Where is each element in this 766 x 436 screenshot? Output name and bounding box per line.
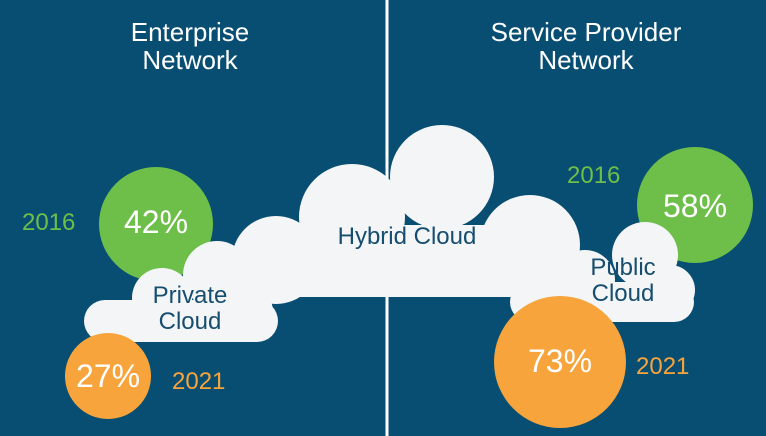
private-2021-percent: 27% <box>75 358 141 394</box>
service-provider-heading-line1: Service Provider <box>490 17 682 47</box>
service-provider-heading: Service Provider Network <box>466 18 706 74</box>
public-2016-year: 2016 <box>567 162 621 189</box>
private-cloud-label: Private Cloud <box>130 283 250 335</box>
enterprise-heading: Enterprise Network <box>100 18 280 74</box>
hybrid-cloud-label: Hybrid Cloud <box>337 223 477 250</box>
public-cloud-label-line1: Public <box>590 254 656 281</box>
public-2021-percent: 73% <box>527 343 593 379</box>
public-cloud-label: Public Cloud <box>563 255 683 307</box>
public-2021-year: 2021 <box>636 353 690 380</box>
public-2021-circle <box>494 296 626 428</box>
service-provider-heading-line2: Network <box>538 45 634 76</box>
private-2016-year: 2016 <box>22 209 76 236</box>
private-2016-circle <box>99 167 213 281</box>
hybrid-cloud-shape <box>232 125 580 304</box>
private-2021-year: 2021 <box>172 368 226 395</box>
private-2016-percent: 42% <box>123 204 189 240</box>
public-cloud-label-line2: Cloud <box>591 279 655 307</box>
public-2016-percent: 58% <box>662 188 728 224</box>
private-2021-circle <box>65 333 151 419</box>
enterprise-heading-line1: Enterprise <box>130 17 250 47</box>
private-cloud-label-line2: Cloud <box>158 307 222 335</box>
private-cloud-label-line1: Private <box>152 282 228 309</box>
enterprise-heading-line2: Network <box>142 45 238 76</box>
private-cloud-shape <box>84 241 278 342</box>
